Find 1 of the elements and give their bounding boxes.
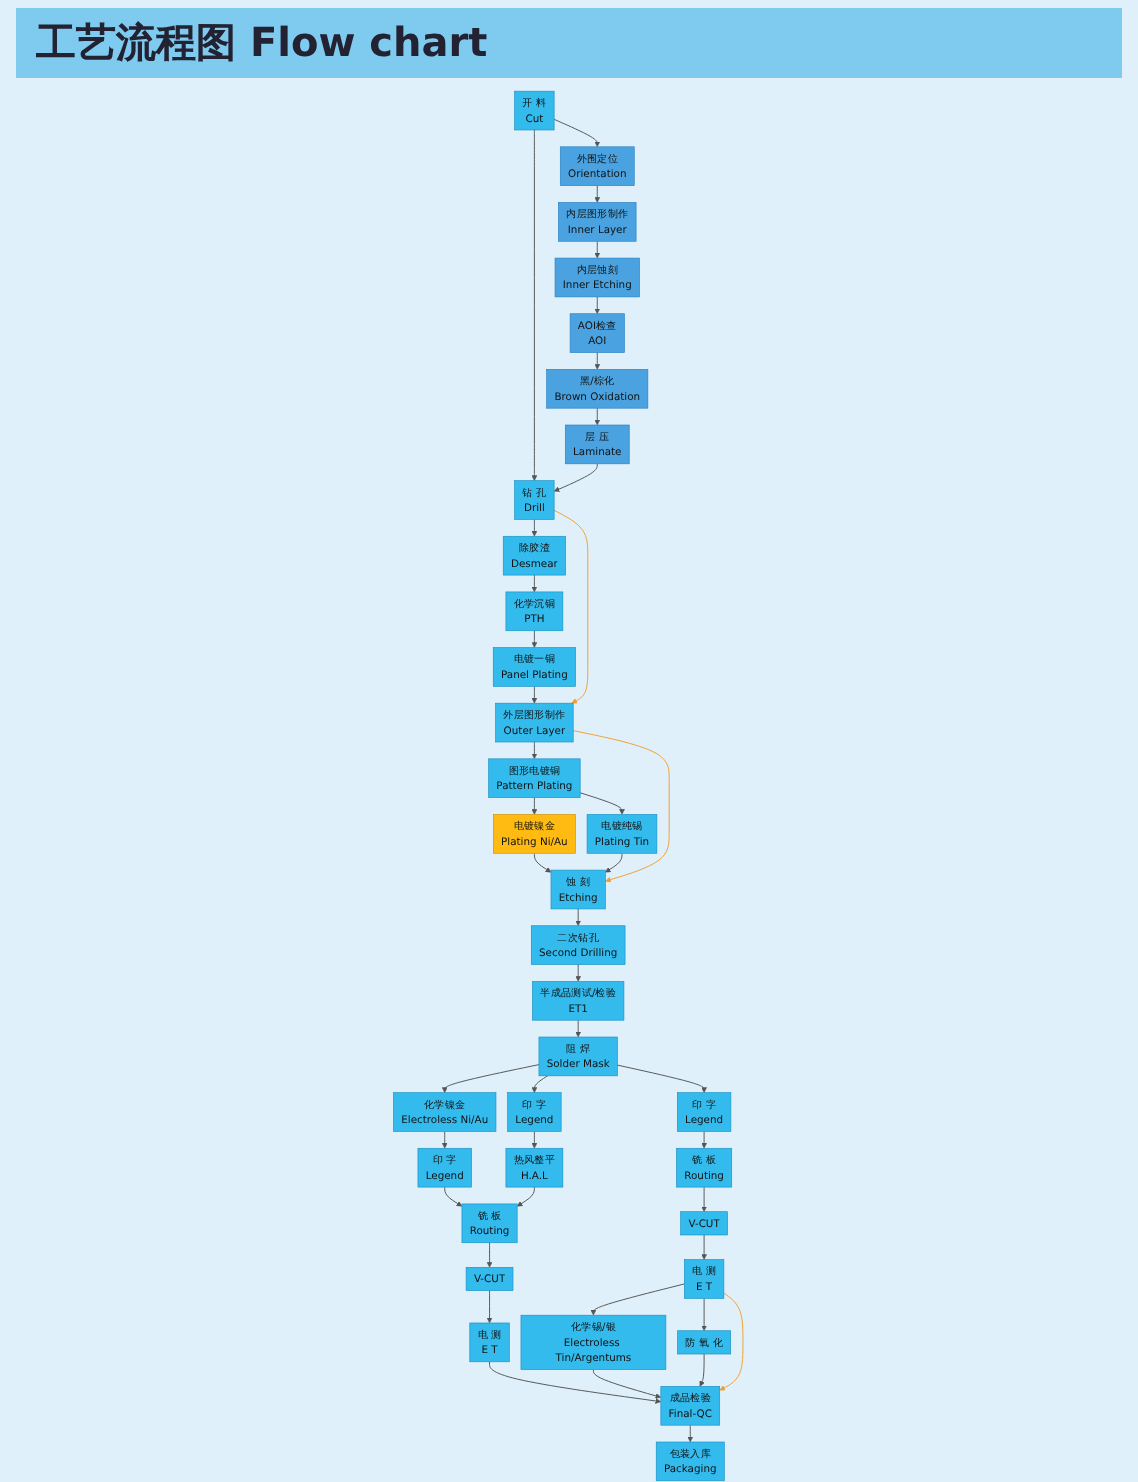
- title: 工艺流程图 Flow chart: [16, 8, 1122, 78]
